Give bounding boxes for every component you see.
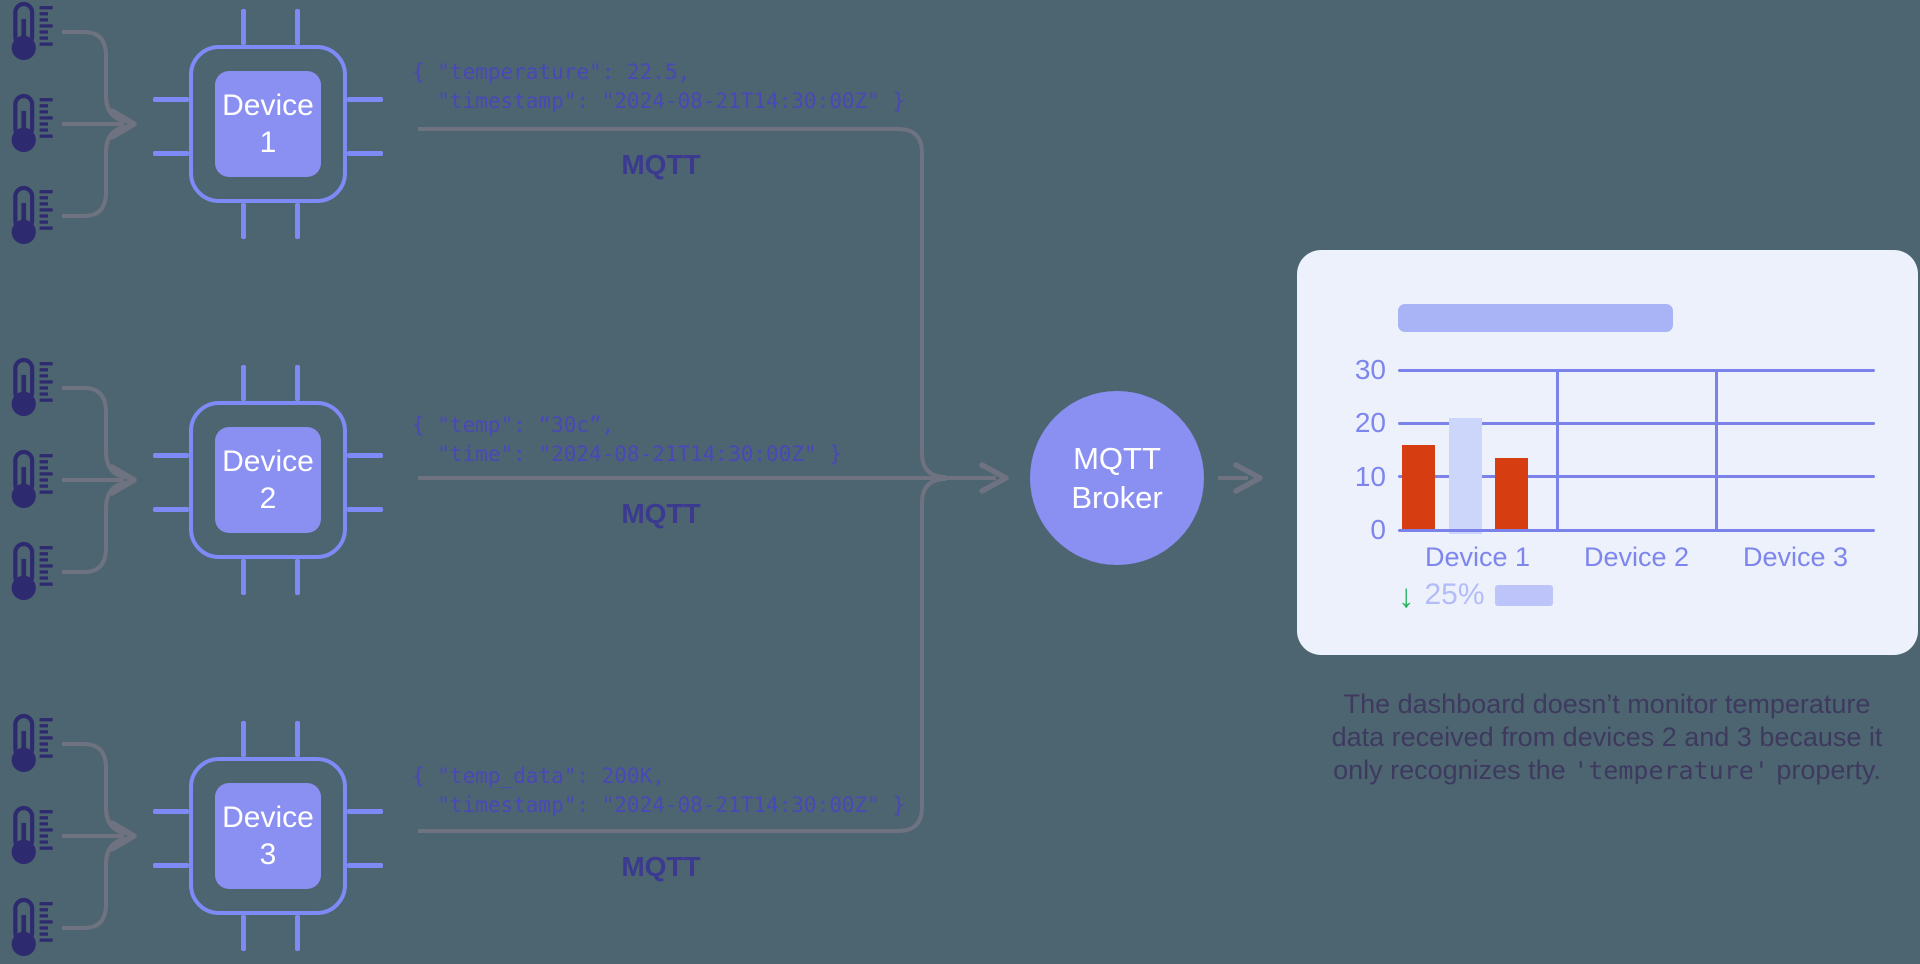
thermometer-icon	[6, 448, 62, 512]
device-3-chip: Device 3	[153, 721, 383, 951]
wire-mqtt-d1	[418, 127, 947, 479]
chart-bar	[1402, 444, 1435, 530]
chart-gridline	[1398, 528, 1875, 532]
caption-text: only recognizes the	[1333, 755, 1574, 785]
device-number: 2	[259, 482, 277, 515]
arrowhead-sensors-d3	[109, 820, 137, 852]
wire-sensors-d1	[62, 30, 131, 124]
arrowhead-sensors-d2	[109, 464, 137, 496]
protocol-label-device-1: MQTT	[621, 149, 701, 180]
chart-bar	[1449, 418, 1482, 534]
arrowhead-broker-in	[979, 462, 1009, 494]
payload-line: "time": "2024-08-21T14:30:00Z" }	[412, 442, 842, 466]
caption-line: only recognizes the 'temperature' proper…	[1267, 754, 1920, 787]
arrowhead-broker-out	[1233, 462, 1263, 494]
caption-text: property.	[1768, 755, 1881, 785]
chart-y-tick-label: 0	[1370, 514, 1386, 545]
thermometer-icon	[6, 356, 62, 420]
chip-icon: Device 3	[215, 783, 321, 889]
trend-stat: ↓ 25%	[1398, 578, 1553, 612]
protocol-label-device-2: MQTT	[621, 498, 701, 529]
thermometer-icon	[6, 184, 62, 248]
chart-y-tick-label: 10	[1354, 460, 1386, 492]
wire-sensors-d2	[62, 386, 131, 480]
wire-sensors-d2	[62, 480, 131, 574]
device-number: 1	[259, 126, 277, 159]
thermometer-icon	[6, 0, 62, 64]
device-label: Device	[222, 801, 314, 834]
caption-line: data received from devices 2 and 3 becau…	[1331, 722, 1883, 752]
protocol-label-device-3: MQTT	[621, 851, 701, 882]
wire-sensors-d3	[62, 742, 131, 836]
chart-x-tick-label: Device 2	[1583, 542, 1690, 572]
payload-line: { "temperature": 22.5,	[412, 60, 691, 84]
wire-mqtt-d3	[418, 477, 947, 833]
caption-code: 'temperature'	[1573, 756, 1769, 785]
chart-x-tick-label: Device 1	[1424, 542, 1531, 572]
thermometer-icon	[6, 92, 62, 156]
mqtt-broker-node: MQTT Broker	[1030, 391, 1204, 565]
wire-sensors-d3	[62, 836, 131, 930]
thermometer-icon	[6, 896, 62, 960]
chart-y-tick-label: 30	[1354, 354, 1386, 385]
device-label: Device	[222, 445, 314, 478]
chart-y-tick-label: 20	[1354, 407, 1386, 439]
payload-line: "timestamp": "2024-08-21T14:30:00Z" }	[412, 793, 906, 817]
payload-device-3: { "temp_data": 200K, "timestamp": "2024-…	[412, 762, 905, 820]
thermometer-icon	[6, 712, 62, 776]
chip-icon: Device 1	[215, 71, 321, 177]
device-2-chip: Device 2	[153, 365, 383, 595]
device-label: Device	[222, 89, 314, 122]
thermometer-icon	[6, 540, 62, 604]
device-number: 3	[259, 838, 277, 871]
chart-column-separator	[1714, 370, 1718, 530]
chart-column-separator	[1555, 370, 1559, 530]
payload-device-2: { "temp": “30c”, "time": "2024-08-21T14:…	[412, 411, 842, 469]
chart-gridline	[1398, 368, 1875, 372]
payload-device-1: { "temperature": 22.5, "timestamp": "202…	[412, 58, 905, 116]
trend-down-icon: ↓	[1398, 576, 1415, 614]
chart-gridline	[1398, 475, 1875, 479]
chart-gridline	[1398, 421, 1875, 425]
arrowhead-sensors-d1	[109, 108, 137, 140]
chart-x-tick-label: Device 3	[1742, 542, 1849, 572]
caption-line: The dashboard doesn’t monitor temperatur…	[1343, 689, 1871, 719]
chart-bar	[1495, 458, 1528, 530]
broker-label: Broker	[1071, 480, 1163, 515]
wire-sensors-d1	[62, 124, 131, 218]
caption: The dashboard doesn’t monitor temperatur…	[1267, 688, 1920, 787]
stat-label-placeholder	[1494, 584, 1553, 606]
payload-line: "timestamp": "2024-08-21T14:30:00Z" }	[412, 89, 906, 113]
chip-icon: Device 2	[215, 427, 321, 533]
stat-value: 25%	[1424, 578, 1485, 611]
payload-line: { "temp": “30c”,	[412, 413, 615, 437]
device-1-chip: Device 1	[153, 9, 383, 239]
broker-label: MQTT	[1073, 441, 1161, 476]
thermometer-icon	[6, 804, 62, 868]
payload-line: { "temp_data": 200K,	[412, 764, 665, 788]
dashboard-title-placeholder	[1398, 304, 1673, 332]
